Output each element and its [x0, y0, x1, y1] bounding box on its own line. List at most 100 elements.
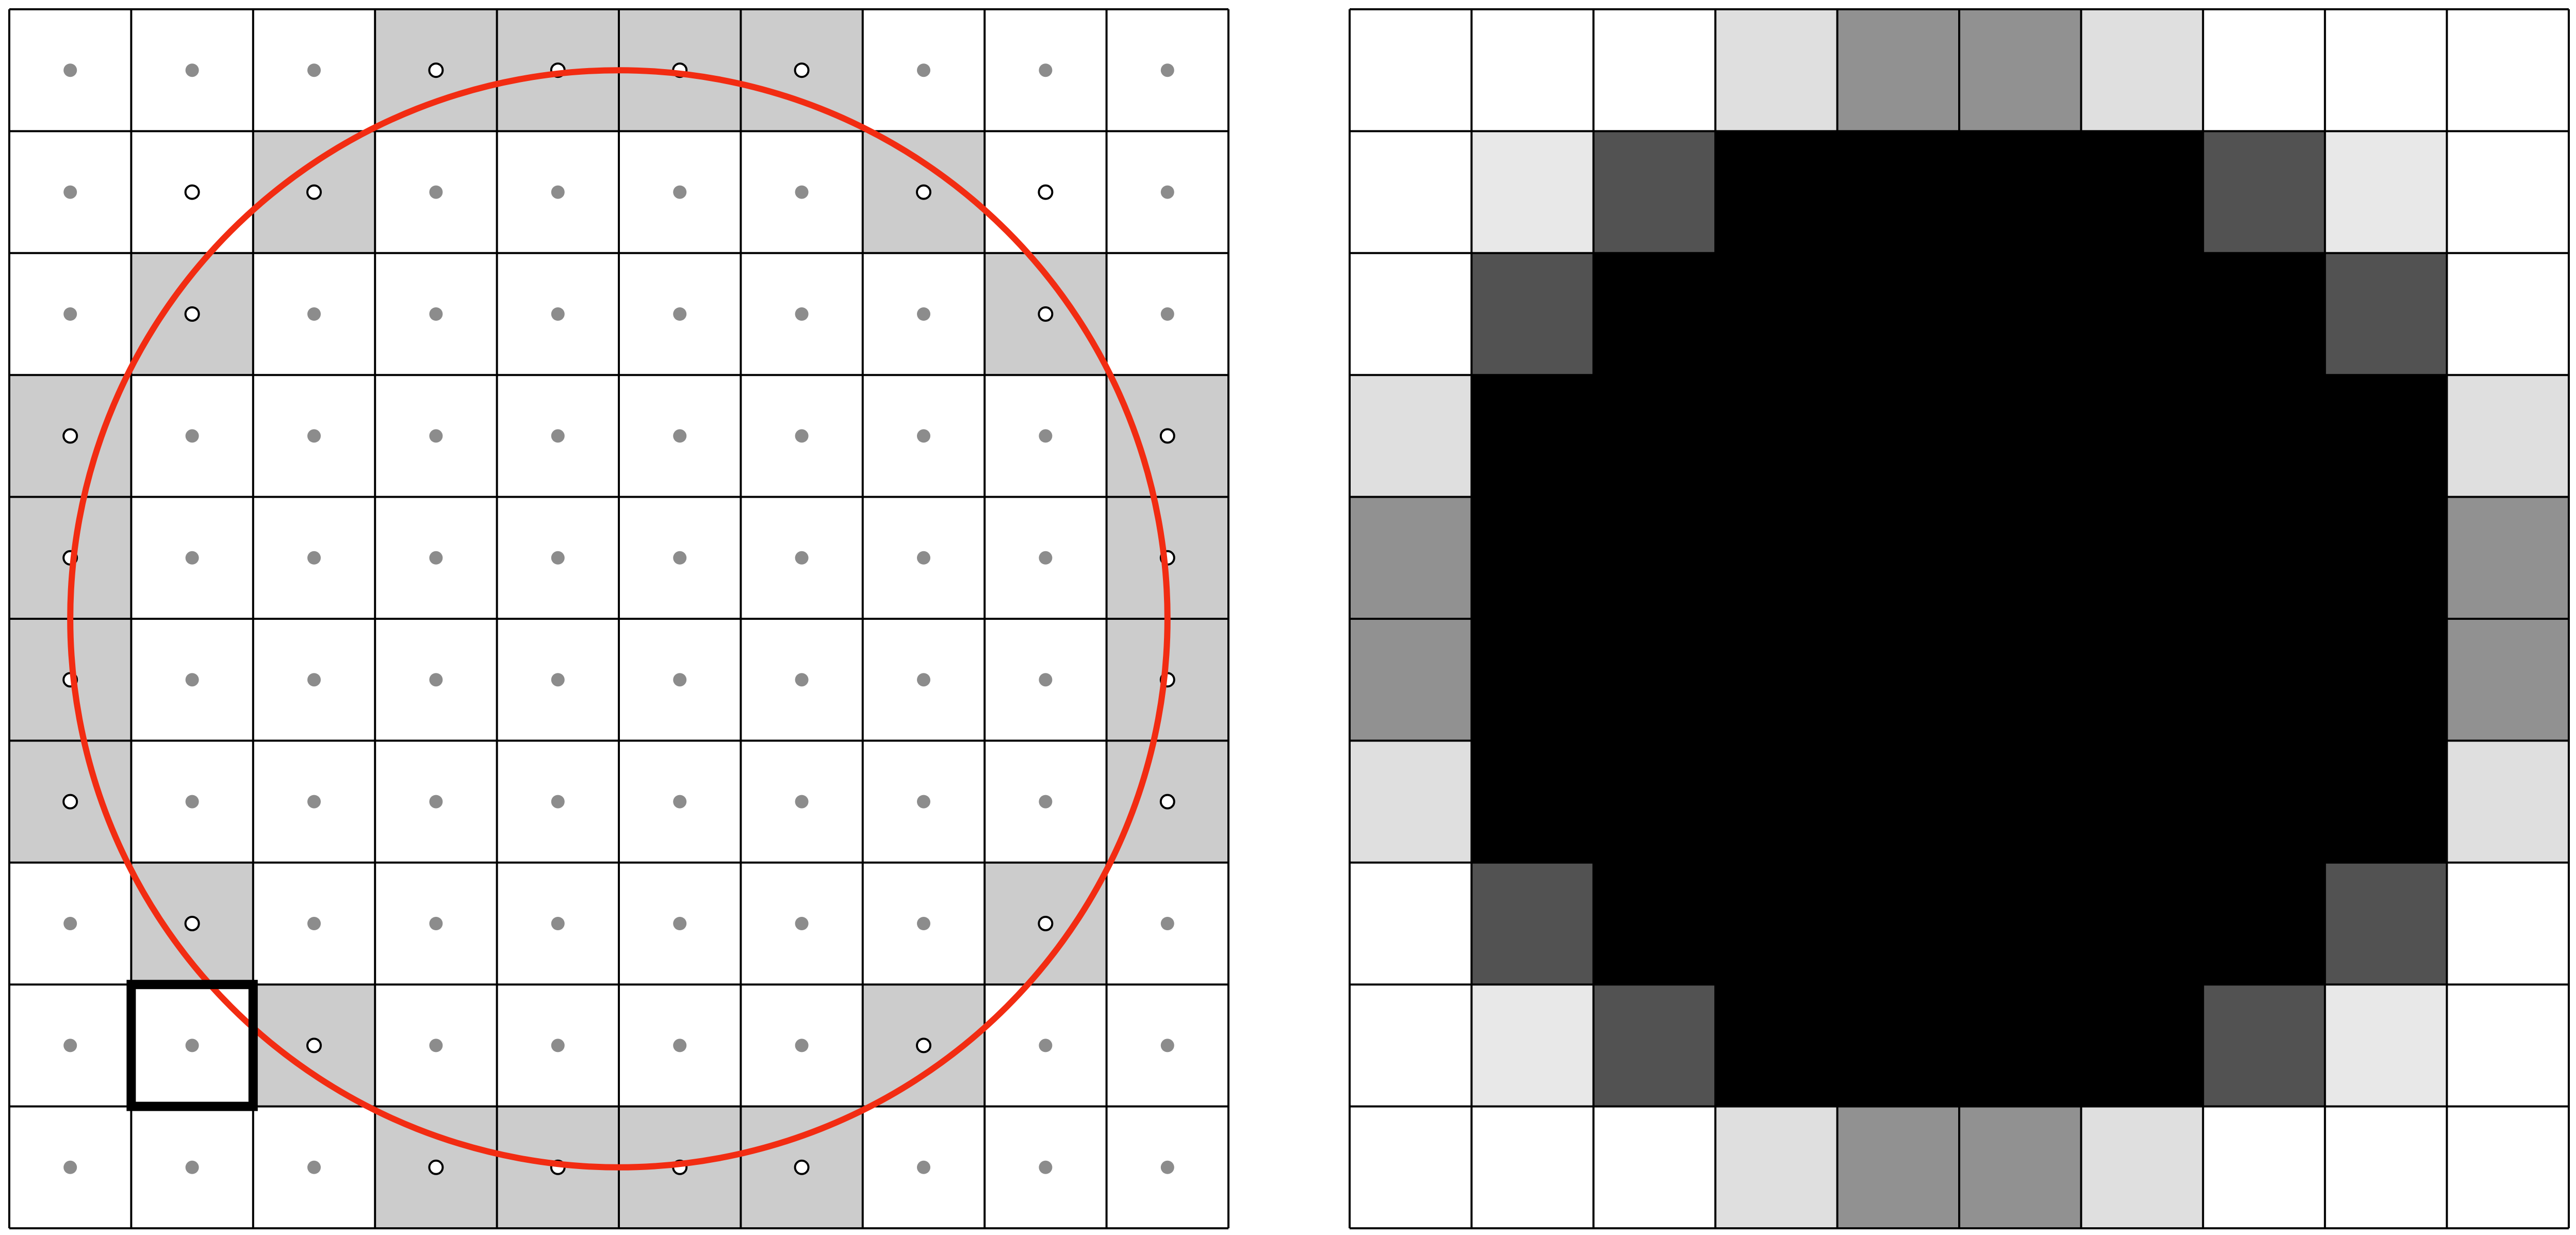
- coverage-pixel: [1959, 862, 2081, 985]
- coverage-pixel: [2447, 9, 2569, 131]
- coverage-pixel: [2447, 619, 2569, 741]
- sample-point: [429, 673, 443, 687]
- coverage-pixel: [1837, 984, 1959, 1107]
- coverage-pixel: [1715, 131, 1837, 253]
- coverage-pixel: [2325, 862, 2447, 985]
- sample-point-on-edge: [1038, 184, 1054, 200]
- coverage-pixel: [1350, 984, 1472, 1107]
- coverage-pixel: [1715, 375, 1837, 497]
- sample-point: [673, 917, 687, 930]
- coverage-pixel: [1471, 984, 1594, 1107]
- sampling-grid-panel: [8, 8, 1229, 1229]
- coverage-pixel: [1593, 253, 1716, 375]
- sample-point: [63, 307, 77, 321]
- sample-point: [63, 63, 77, 77]
- coverage-pixel: [1593, 862, 1716, 985]
- coverage-pixel: [1837, 740, 1959, 863]
- sample-point: [1160, 1039, 1174, 1052]
- sample-point: [917, 63, 930, 77]
- coverage-pixel: [2081, 253, 2203, 375]
- coverage-pixel: [1350, 497, 1472, 619]
- sample-point: [917, 917, 930, 930]
- sample-point: [673, 673, 687, 687]
- coverage-pixel: [1350, 619, 1472, 741]
- sample-point: [551, 185, 565, 199]
- coverage-pixel: [2081, 375, 2203, 497]
- sample-point: [795, 429, 809, 443]
- sample-point: [917, 1160, 930, 1174]
- coverage-pixel: [1837, 253, 1959, 375]
- sample-point: [551, 307, 565, 321]
- sample-point-on-edge: [1159, 794, 1175, 810]
- coverage-pixel: [1471, 9, 1594, 131]
- coverage-pixel: [1837, 619, 1959, 741]
- sample-point-on-edge: [794, 1159, 810, 1175]
- coverage-pixel: [2325, 375, 2447, 497]
- coverage-pixel: [1715, 253, 1837, 375]
- sample-point: [429, 795, 443, 809]
- sample-point: [307, 551, 321, 565]
- coverage-pixel: [1593, 1106, 1716, 1228]
- sample-point: [1160, 1160, 1174, 1174]
- sample-point-on-edge: [184, 184, 200, 200]
- coverage-pixel: [2325, 497, 2447, 619]
- sample-point: [1039, 673, 1053, 687]
- coverage-pixel: [1837, 375, 1959, 497]
- coverage-raster-panel: [1349, 8, 2570, 1229]
- coverage-pixel: [2447, 1106, 2569, 1228]
- coverage-pixel: [2081, 131, 2203, 253]
- coverage-pixel: [2447, 740, 2569, 863]
- coverage-pixel: [2447, 375, 2569, 497]
- sample-point-on-edge: [62, 794, 78, 810]
- sample-point: [1160, 917, 1174, 930]
- sample-point: [551, 917, 565, 930]
- sample-point: [795, 673, 809, 687]
- coverage-pixel: [2081, 862, 2203, 985]
- sample-point-on-edge: [1038, 306, 1054, 322]
- sample-point: [1039, 63, 1053, 77]
- sample-point: [63, 1039, 77, 1052]
- coverage-pixel: [2203, 984, 2325, 1107]
- sample-point: [673, 551, 687, 565]
- coverage-pixel: [1350, 862, 1472, 985]
- sample-point: [551, 673, 565, 687]
- circle-outline: [67, 67, 1171, 1171]
- sample-point: [551, 551, 565, 565]
- sample-point: [307, 429, 321, 443]
- coverage-pixel: [1593, 375, 1716, 497]
- sample-point: [1039, 551, 1053, 565]
- coverage-pixel: [1471, 619, 1594, 741]
- sample-point: [1039, 1039, 1053, 1052]
- sample-point: [917, 429, 930, 443]
- coverage-pixel: [1959, 253, 2081, 375]
- sample-point-on-edge: [184, 916, 200, 931]
- coverage-pixel: [2447, 862, 2569, 985]
- coverage-pixel: [2081, 497, 2203, 619]
- sample-point: [917, 307, 930, 321]
- sample-point: [63, 917, 77, 930]
- coverage-pixel: [1471, 862, 1594, 985]
- coverage-pixel: [1837, 497, 1959, 619]
- coverage-pixel: [2081, 984, 2203, 1107]
- sample-point: [185, 795, 199, 809]
- coverage-pixel: [1715, 984, 1837, 1107]
- sample-point: [429, 1039, 443, 1052]
- sample-point: [429, 551, 443, 565]
- sample-point-on-edge: [1159, 428, 1175, 444]
- sample-point: [673, 795, 687, 809]
- sample-point: [429, 917, 443, 930]
- sample-point: [307, 673, 321, 687]
- sample-point: [551, 795, 565, 809]
- coverage-pixel: [1959, 984, 2081, 1107]
- coverage-pixel: [2203, 740, 2325, 863]
- coverage-pixel: [1471, 740, 1594, 863]
- sample-point: [1039, 429, 1053, 443]
- sample-point: [795, 917, 809, 930]
- coverage-pixel: [1715, 9, 1837, 131]
- coverage-pixel: [2081, 9, 2203, 131]
- sample-point-on-edge: [62, 428, 78, 444]
- coverage-pixel: [2325, 740, 2447, 863]
- coverage-pixel: [1350, 253, 1472, 375]
- sample-point-on-edge: [306, 1038, 322, 1053]
- coverage-pixel: [1959, 9, 2081, 131]
